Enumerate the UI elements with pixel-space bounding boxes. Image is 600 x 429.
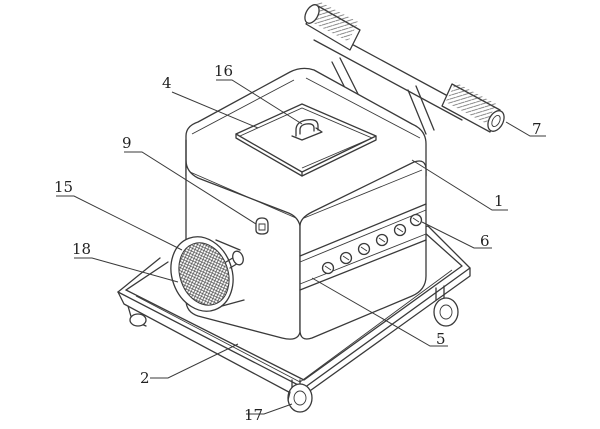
callout-18: 18 [72, 240, 91, 258]
side-clip [255, 217, 269, 235]
side-nozzle [225, 250, 244, 269]
left-grip [304, 0, 361, 51]
caster-right [433, 285, 459, 327]
callout-1: 1 [494, 192, 504, 210]
caster-front [287, 379, 313, 413]
callout-9: 9 [122, 134, 132, 152]
callout-16: 16 [214, 62, 233, 80]
callout-17: 17 [244, 406, 263, 424]
callout-4: 4 [162, 74, 172, 92]
control-knobs [321, 213, 423, 275]
callout-15: 15 [54, 178, 73, 196]
caster-left [127, 305, 147, 327]
callout-labels: 4 16 9 15 18 1 6 5 7 2 17 [54, 62, 542, 424]
callout-7: 7 [532, 120, 542, 138]
caster-wheels [127, 285, 459, 413]
lid-handle [291, 118, 323, 141]
intake-grille [170, 236, 245, 312]
drawer-band [299, 203, 427, 291]
push-handle [304, 0, 505, 135]
leader-lines [56, 79, 546, 415]
callout-5: 5 [436, 330, 446, 348]
right-grip [441, 82, 505, 133]
callout-6: 6 [480, 232, 490, 250]
callout-2: 2 [140, 369, 150, 387]
